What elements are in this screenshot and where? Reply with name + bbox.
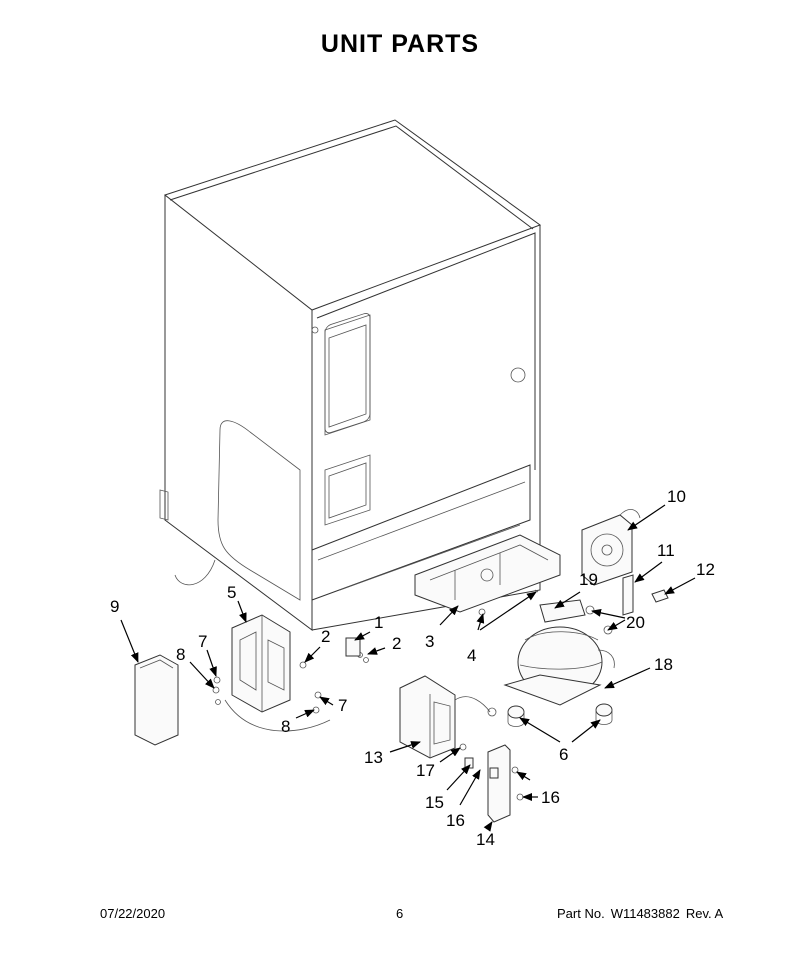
callout-2a: 2 [392, 634, 401, 653]
callout-16a: 16 [446, 811, 465, 830]
callout-14: 14 [476, 830, 495, 849]
compressor [503, 599, 615, 706]
callout-5: 5 [227, 583, 236, 602]
cabinet-outline [159, 119, 542, 631]
footer-part-number: Part No. W11483882 Rev. A [557, 906, 723, 921]
callout-9: 9 [110, 597, 119, 616]
filter-drier [622, 574, 634, 616]
footer-date: 07/22/2020 [100, 906, 166, 921]
callout-15: 15 [425, 793, 444, 812]
callout-12: 12 [696, 560, 715, 579]
control-cover [134, 654, 179, 746]
callout-16b: 16 [541, 788, 560, 807]
callout-2b: 2 [321, 627, 330, 646]
callout-20: 20 [626, 613, 645, 632]
callout-8a: 8 [176, 645, 185, 664]
callout-6: 6 [559, 745, 568, 764]
callout-10: 10 [667, 487, 686, 506]
control-housing [224, 614, 331, 732]
part-number: W11483882 [610, 906, 680, 921]
callout-3: 3 [425, 632, 434, 651]
callout-19: 19 [579, 570, 598, 589]
callout-1: 1 [374, 613, 383, 632]
clip [651, 589, 669, 603]
callout-18: 18 [654, 655, 673, 674]
callout-7b: 7 [338, 696, 347, 715]
callout-13: 13 [364, 748, 383, 767]
footer-page-number: 6 [396, 906, 404, 921]
callout-8b: 8 [281, 717, 290, 736]
callout-7a: 7 [198, 632, 207, 651]
callout-leaders [120, 504, 696, 832]
revision: Rev. A [685, 906, 724, 921]
inverter-board [399, 675, 497, 759]
callout-11: 11 [657, 541, 675, 560]
page-title: UNIT PARTS [320, 30, 480, 58]
start-device [464, 744, 511, 823]
compressor-grommets [507, 703, 613, 727]
callout-4: 4 [467, 646, 476, 665]
callout-17: 17 [416, 761, 435, 780]
condenser-fan [581, 509, 641, 586]
part-label: Part No. [557, 906, 605, 921]
drain-pan [414, 534, 561, 613]
